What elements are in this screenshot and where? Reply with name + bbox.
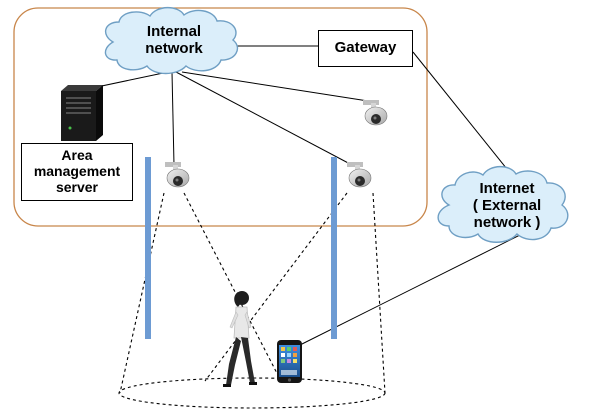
link-gateway-internet	[412, 51, 520, 185]
link-internal-camera-left	[171, 71, 175, 166]
area-server-label-line1: Area	[61, 147, 93, 164]
cctv-camera-icon	[363, 100, 388, 126]
internal-network-label-line2: network	[145, 39, 203, 57]
area-server-label-line3: server	[55, 178, 99, 195]
internet-label-line3: network )	[473, 213, 541, 231]
area-server-box: Area management server	[21, 143, 133, 201]
gateway-label: Gateway	[334, 39, 397, 57]
smartphone-icon	[277, 340, 302, 383]
cloud-icon	[437, 165, 569, 243]
cloud-icon	[104, 6, 239, 75]
cctv-camera-icon	[347, 162, 372, 188]
internet-label-line2: ( External	[472, 196, 542, 214]
person-icon	[223, 291, 257, 387]
area-server-label-line2: management	[33, 163, 121, 180]
gateway-box: Gateway	[318, 30, 413, 67]
internal-zone-boundary	[13, 7, 428, 227]
server-icon	[61, 85, 103, 141]
link-internal-camera-mid	[175, 71, 353, 166]
cctv-camera-icon	[165, 162, 190, 188]
link-internet-smartphone	[299, 231, 527, 346]
pole-icon	[331, 157, 337, 339]
internal-network-label-line1: Internal	[146, 23, 202, 40]
link-internal-camera-right	[181, 71, 369, 102]
internet-label: Internet ( External network )	[452, 180, 562, 231]
camera-coverage	[118, 192, 386, 409]
coverage-area	[118, 377, 386, 409]
pole-icon	[145, 157, 151, 339]
internal-network-label: Internal network	[118, 23, 230, 58]
internet-label-line1: Internet	[479, 180, 535, 197]
